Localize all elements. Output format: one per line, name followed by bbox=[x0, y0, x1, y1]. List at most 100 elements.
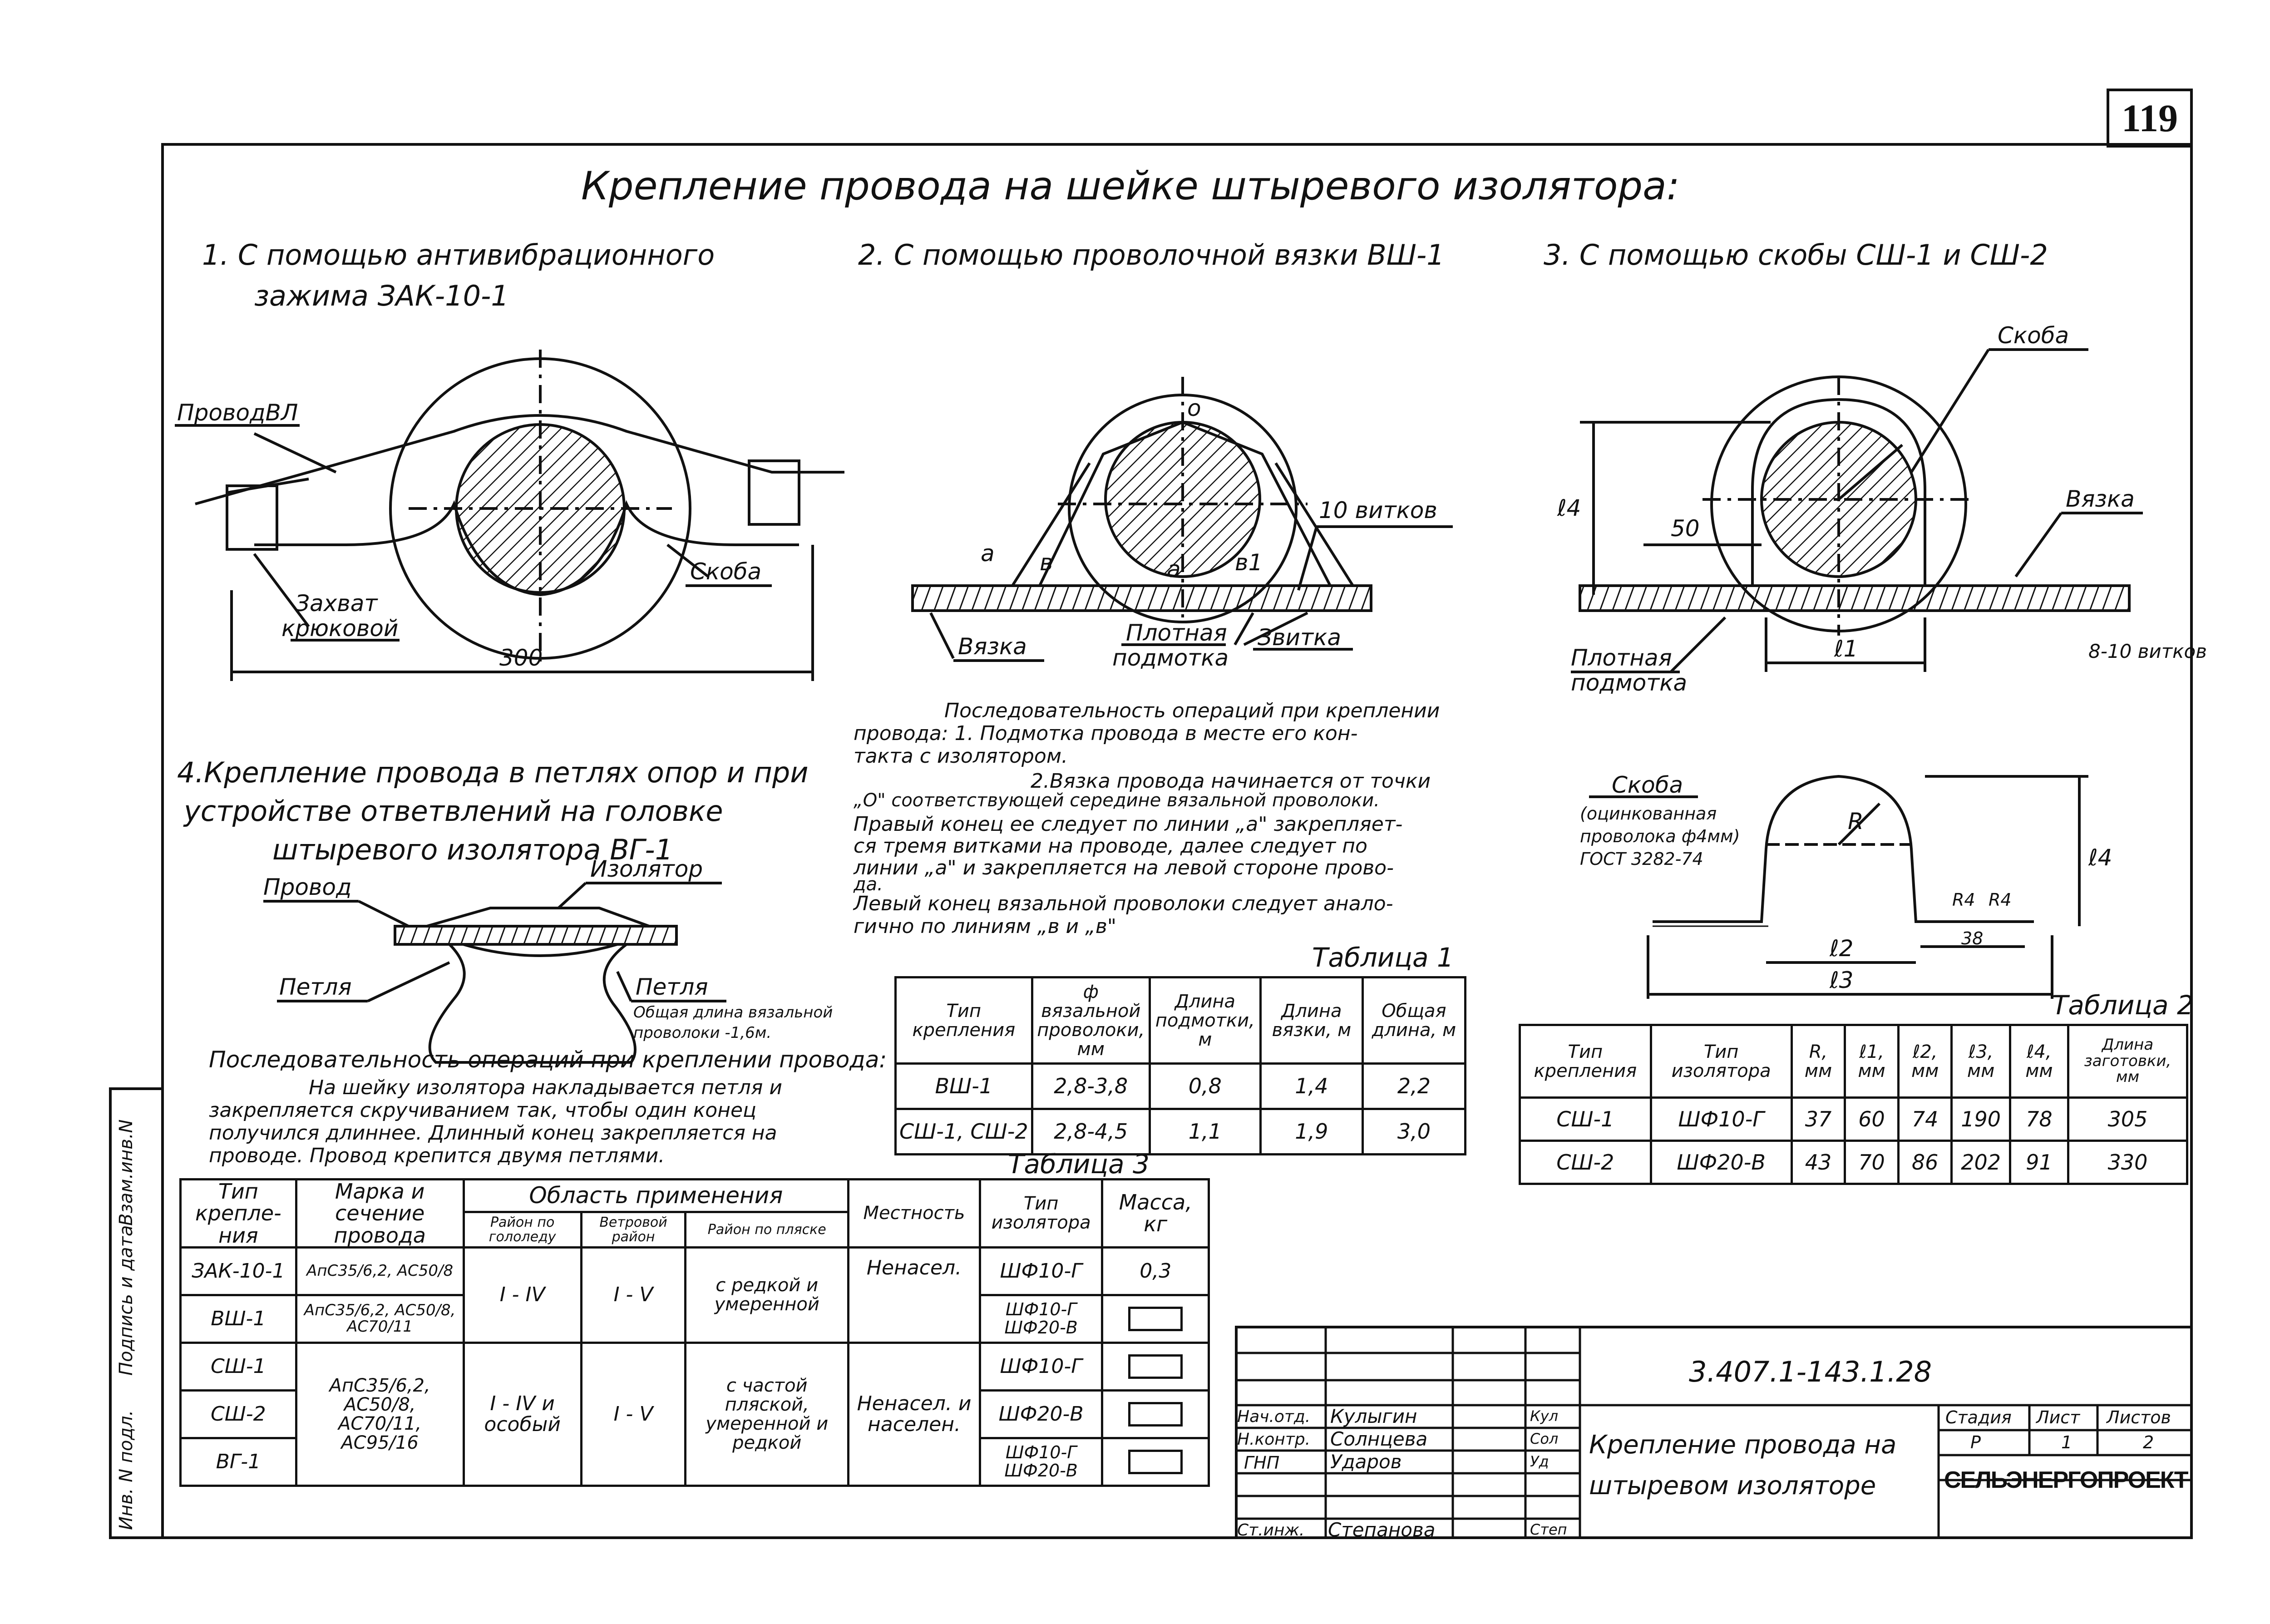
table3-header-dance: Район по пляске bbox=[684, 1211, 850, 1249]
stamp-sheet-value: 1 bbox=[2061, 1432, 2073, 1452]
procedure2-line-1: Последовательность операций при креплени… bbox=[944, 699, 1440, 722]
table3-mass-ssh1 bbox=[1101, 1341, 1210, 1392]
table2-cell: 202 bbox=[1950, 1140, 2011, 1185]
procedure2-line-10: Левый конец вязальной проволоки следует … bbox=[854, 892, 1393, 915]
fig2-point-a1: а bbox=[981, 540, 995, 567]
stamp-grid-lines bbox=[1235, 1326, 2193, 1539]
procedure2-line-6: Правый конец ее следует по линии „а" зак… bbox=[854, 813, 1403, 836]
procedure2-line-4: 2.Вязка провода начинается от точки bbox=[1031, 770, 1431, 793]
table1-cell: 2,8-3,8 bbox=[1031, 1062, 1151, 1110]
fig2-point-o: о bbox=[1187, 395, 1201, 421]
fig1-grip-label-2: крюковой bbox=[281, 615, 399, 642]
table2-header: ℓ4, мм bbox=[2008, 1024, 2070, 1099]
table2-cell: 86 bbox=[1897, 1140, 1953, 1185]
table1-header: ф вязальной проволоки, мм bbox=[1031, 976, 1151, 1065]
stamp-code: 3.407.1-143.1.28 bbox=[1689, 1355, 1932, 1388]
table2-cell: 190 bbox=[1950, 1096, 2011, 1142]
table3-place-ssh: Ненасел. и населен. bbox=[847, 1341, 981, 1487]
procedure2-line-7: ся тремя витками на проводе, далее следу… bbox=[854, 834, 1367, 858]
table2-cell: ШФ10-Г bbox=[1649, 1096, 1793, 1142]
fig1-grip-label-1: Захват bbox=[295, 590, 378, 617]
stamp-role: Н.контр. bbox=[1237, 1430, 1311, 1449]
section-4-title-line1: 4.Крепление провода в петлях опор и при bbox=[177, 756, 809, 789]
mass-empty-box bbox=[1128, 1402, 1183, 1427]
bracket-r4-label-a: R4 bbox=[1952, 890, 1975, 910]
bracket-r4-label-b: R4 bbox=[1989, 890, 2012, 910]
bracket-radius-label: R bbox=[1848, 808, 1864, 834]
table3-caption: Таблица 3 bbox=[1008, 1149, 1150, 1180]
fig4-loop-label-1: Петля bbox=[279, 974, 352, 1000]
table3-header-wind: Ветровой район bbox=[580, 1211, 687, 1249]
table3-mass-zak: 0,3 bbox=[1101, 1246, 1210, 1296]
table2-header: R, мм bbox=[1790, 1024, 1846, 1099]
table1-cell: 1,9 bbox=[1259, 1108, 1364, 1155]
fig2-turn-label: Звитка bbox=[1258, 624, 1341, 651]
table1-cell: 1,1 bbox=[1148, 1108, 1262, 1155]
table1-cell: 0,8 bbox=[1148, 1062, 1262, 1110]
fig3-dense-label-2: подмотка bbox=[1571, 670, 1688, 696]
procedure4-line-3: закрепляется скручиванием так, чтобы оди… bbox=[209, 1099, 757, 1122]
procedure2-line-11: гично по линиям „в и „в" bbox=[854, 915, 1117, 938]
side-strip bbox=[109, 1087, 164, 1539]
stamp-title-1: Крепление провода на bbox=[1589, 1430, 1897, 1460]
table2-header: ℓ1, мм bbox=[1844, 1024, 1900, 1099]
table1-cell: СШ-1, СШ-2 bbox=[894, 1108, 1033, 1155]
bracket-label-2: (оцинкованная bbox=[1580, 804, 1717, 824]
table3-type-ssh1: СШ-1 bbox=[179, 1341, 297, 1392]
stamp-role: ГНП bbox=[1244, 1453, 1280, 1473]
table3-type-zak: ЗАК-10-1 bbox=[179, 1246, 297, 1296]
bracket-dim-38: 38 bbox=[1961, 928, 1984, 948]
fig2-dense-label-2: подмотка bbox=[1112, 645, 1229, 671]
stamp-stage-value: Р bbox=[1970, 1432, 1981, 1452]
table2-caption: Таблица 2 bbox=[2052, 990, 2194, 1021]
mass-empty-box bbox=[1128, 1306, 1183, 1331]
fig3-l1-label: ℓ1 bbox=[1834, 636, 1858, 662]
table3-insulator-ssh1: ШФ10-Г bbox=[978, 1341, 1104, 1392]
mass-empty-box bbox=[1128, 1354, 1183, 1379]
bracket-l2-label: ℓ2 bbox=[1830, 935, 1854, 962]
bracket-label-3: проволока ф4мм) bbox=[1580, 826, 1740, 846]
table3-mass-vg bbox=[1101, 1436, 1210, 1487]
stamp-person: Солнцева bbox=[1330, 1428, 1428, 1450]
fig1-wire-label: ПроводВЛ bbox=[177, 400, 298, 426]
table2-cell: 330 bbox=[2067, 1140, 2188, 1185]
table3-header-type: Тип крепле-ния bbox=[179, 1178, 297, 1249]
table2-cell: 78 bbox=[2008, 1096, 2070, 1142]
section-4-title-line3: штыревого изолятора ВГ-1 bbox=[272, 833, 673, 866]
fig1-bracket-label: Скоба bbox=[690, 558, 762, 585]
procedure4-line-4: получился длиннее. Длинный конец закрепл… bbox=[209, 1121, 777, 1145]
fig2-tie-label: Вязка bbox=[958, 633, 1027, 660]
table2-cell: 70 bbox=[1844, 1140, 1900, 1185]
fig2-point-v2: в1 bbox=[1235, 549, 1263, 576]
fig2-dense-label-1: Плотная bbox=[1126, 620, 1227, 646]
bracket-l3-label: ℓ3 bbox=[1830, 967, 1854, 993]
table2-header: Длина заготовки, мм bbox=[2067, 1024, 2188, 1099]
table1-cell: 1,4 bbox=[1259, 1062, 1364, 1110]
procedure2-line-2: провода: 1. Подмотка провода в месте его… bbox=[854, 722, 1358, 745]
table2-cell: ШФ20-В bbox=[1649, 1140, 1793, 1185]
procedure2-line-3: такта с изолятором. bbox=[854, 745, 1068, 768]
stamp-signature: Сол bbox=[1530, 1430, 1559, 1447]
table2-header: ℓ3, мм bbox=[1950, 1024, 2011, 1099]
table3-header-area: Область применения bbox=[462, 1178, 850, 1214]
stamp-role: Нач.отд. bbox=[1237, 1407, 1311, 1426]
stamp-stage-header: Стадия bbox=[1945, 1407, 2012, 1427]
section-3-title: 3. С помощью скобы СШ-1 и СШ-2 bbox=[1544, 238, 2048, 271]
stamp-frame bbox=[1235, 1326, 2193, 1539]
stamp-grid bbox=[1235, 1326, 2193, 1539]
table1: Тип крепления ф вязальной проволоки, мм … bbox=[894, 976, 1467, 1155]
procedure4-line-5: проводе. Провод крепится двумя петлями. bbox=[209, 1144, 665, 1167]
table3-brand-zak: АпС35/6,2, АС50/8 bbox=[295, 1246, 465, 1296]
stamp-person: Степанова bbox=[1328, 1519, 1436, 1541]
table3-mass-vsh bbox=[1101, 1293, 1210, 1344]
fig3-bracket-label: Скоба bbox=[1998, 322, 2069, 349]
stamp-signature: Степ bbox=[1530, 1521, 1567, 1538]
fig4-note-1: Общая длина вязальной bbox=[633, 1003, 833, 1022]
table1-header: Длина вязки, м bbox=[1259, 976, 1364, 1065]
table3-ice-zak: I - IV bbox=[462, 1246, 582, 1344]
table1-cell: 2,8-4,5 bbox=[1031, 1108, 1151, 1155]
sheet-number-box: 119 bbox=[2107, 89, 2193, 148]
table3-header-place: Местность bbox=[847, 1178, 981, 1249]
